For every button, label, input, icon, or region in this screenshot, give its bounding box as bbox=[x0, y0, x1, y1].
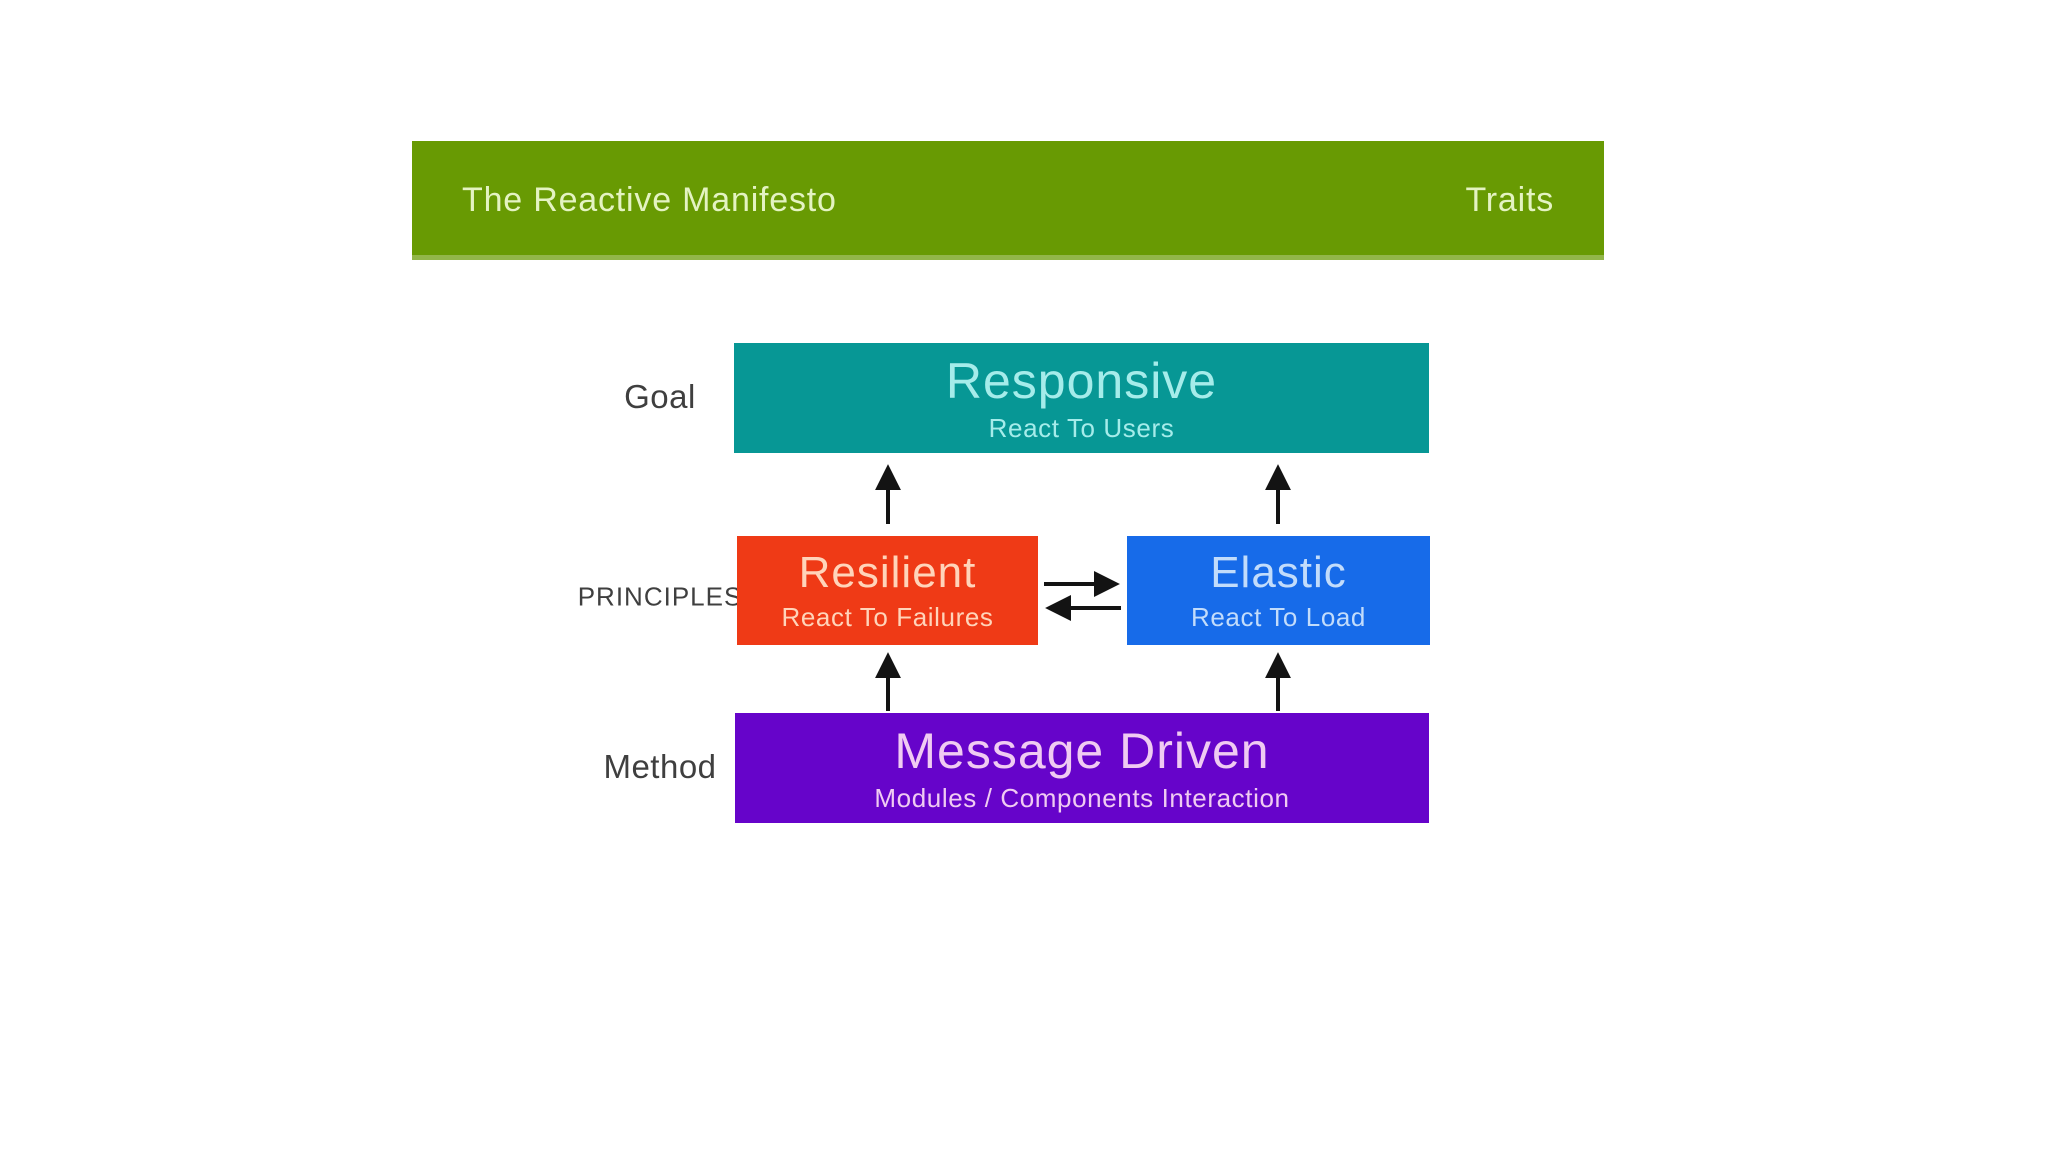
box-resilient-title: Resilient bbox=[798, 548, 977, 597]
box-message-driven-title: Message Driven bbox=[894, 722, 1270, 779]
row-label-principles: PRINCIPLES bbox=[577, 581, 743, 612]
box-message-driven: Message Driven Modules / Components Inte… bbox=[735, 713, 1429, 823]
header-title: The Reactive Manifesto bbox=[462, 181, 837, 219]
box-message-driven-subtitle: Modules / Components Interaction bbox=[874, 782, 1290, 813]
box-elastic-subtitle: React To Load bbox=[1191, 602, 1366, 632]
box-elastic-title: Elastic bbox=[1210, 548, 1347, 597]
row-label-goal: Goal bbox=[624, 378, 696, 415]
box-elastic: Elastic React To Load bbox=[1127, 536, 1430, 645]
box-responsive-subtitle: React To Users bbox=[988, 412, 1175, 443]
box-resilient-subtitle: React To Failures bbox=[781, 602, 994, 632]
box-resilient: Resilient React To Failures bbox=[737, 536, 1038, 645]
row-label-method: Method bbox=[603, 748, 717, 785]
box-responsive: Responsive React To Users bbox=[734, 343, 1429, 453]
header-traits-label: Traits bbox=[1465, 181, 1554, 219]
header-bar: The Reactive Manifesto Traits bbox=[412, 141, 1604, 260]
box-responsive-title: Responsive bbox=[945, 352, 1218, 409]
